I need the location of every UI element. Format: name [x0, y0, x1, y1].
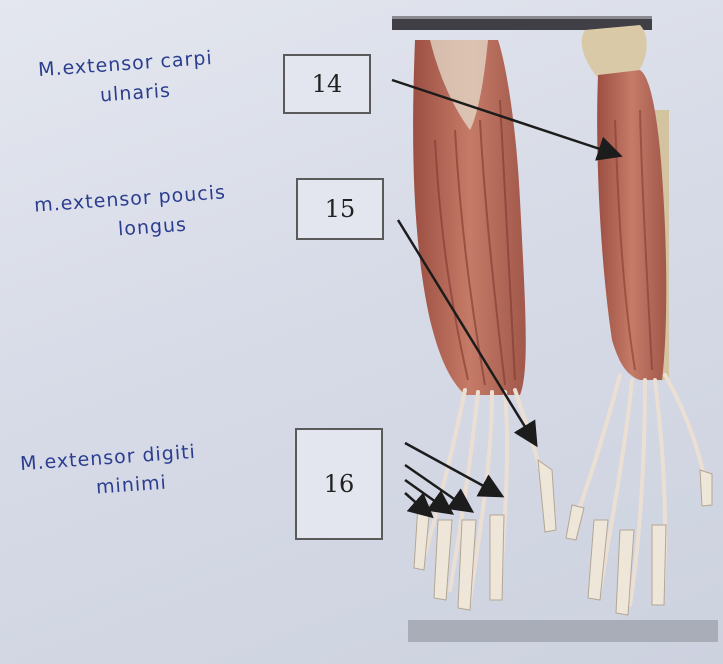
right-forearm [566, 25, 712, 615]
label-16-line2: minimi [95, 474, 167, 498]
label-14-line2: ulnaris [99, 82, 171, 106]
answer-box-number: 15 [325, 195, 356, 223]
bottom-strip [408, 620, 718, 642]
answer-box-16: 16 [295, 428, 383, 540]
answer-box-14: 14 [283, 54, 371, 114]
label-15-line2: longus [117, 216, 187, 240]
answer-box-number: 16 [324, 470, 355, 498]
left-forearm [413, 40, 556, 610]
answer-box-number: 14 [312, 70, 343, 98]
answer-box-15: 15 [296, 178, 384, 240]
